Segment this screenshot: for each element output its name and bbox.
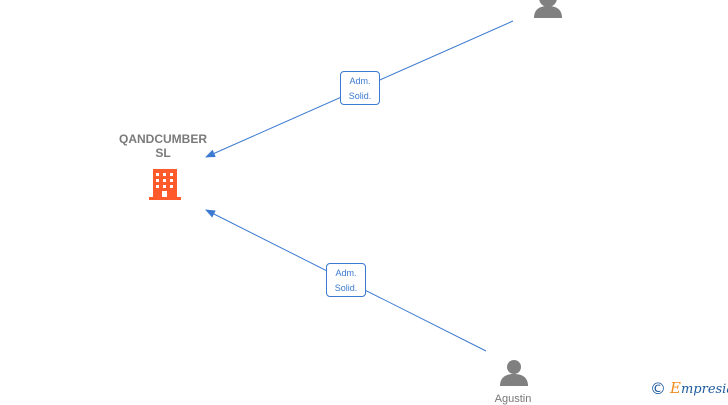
- edge-label-bottom-line1: Adm.: [335, 268, 357, 278]
- company-name-line1: QANDCUMBER: [119, 132, 207, 146]
- company-name[interactable]: QANDCUMBER SL: [108, 132, 218, 160]
- person-icon-top[interactable]: [534, 0, 562, 18]
- brand-first-letter: E: [670, 379, 681, 397]
- brand-rest: mpresia: [680, 382, 728, 397]
- person-name-bottom[interactable]: Agustin: [494, 393, 532, 405]
- edge-label-top-line1: Adm.: [349, 76, 371, 86]
- empresia-watermark: © Empresia: [650, 378, 728, 398]
- person-icon-bottom[interactable]: [500, 360, 528, 386]
- copyright-icon: ©: [650, 378, 666, 398]
- brand-logo: Empresia: [670, 379, 728, 397]
- company-name-line2: SL: [155, 146, 171, 160]
- edge-label-top-line2: Solid.: [348, 91, 372, 101]
- edge-label-bottom[interactable]: Adm. Solid.: [326, 263, 366, 297]
- edge-label-top[interactable]: Adm. Solid.: [340, 71, 380, 105]
- building-icon[interactable]: [149, 169, 181, 200]
- edge-label-bottom-line2: Solid.: [334, 283, 358, 293]
